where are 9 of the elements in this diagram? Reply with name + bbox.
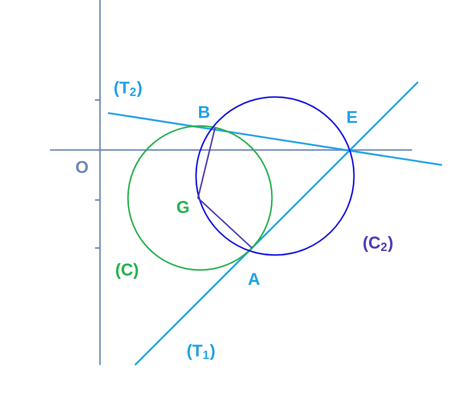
point-label: O — [76, 160, 88, 174]
point-label: (T$_{2}$) — [114, 81, 142, 97]
point-label: (C) — [116, 263, 138, 279]
point-label: (C$_{2}$) — [364, 236, 393, 252]
point-label: G — [177, 200, 189, 214]
point-label: (T$_{1}$) — [187, 344, 215, 360]
point-label: B — [199, 106, 210, 118]
point-label: A — [248, 273, 260, 285]
point-label: E — [347, 111, 358, 123]
